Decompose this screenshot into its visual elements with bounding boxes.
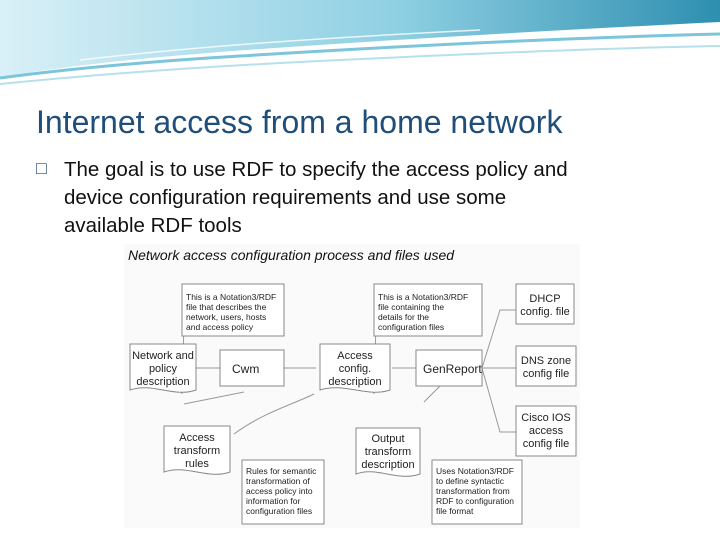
svg-text:Cwm: Cwm <box>232 362 259 376</box>
process-diagram: Network access configuration process and… <box>124 244 580 528</box>
svg-text:GenReport: GenReport <box>423 362 482 376</box>
header-wave-decoration <box>0 0 720 85</box>
bullet-line-1: The goal is to use RDF to specify the ac… <box>64 158 568 181</box>
genreport-process: GenReport <box>415 349 483 387</box>
diagram-title: Network access configuration process and… <box>128 247 455 263</box>
bullet-text: The goal is to use RDF to specify the ac… <box>64 156 696 240</box>
bullet-line-3: available RDF tools <box>64 214 242 237</box>
bullet-line-2: device configuration requirements and us… <box>64 186 507 209</box>
bullet-square-icon: □ <box>36 158 47 178</box>
cwm-process: Cwm <box>219 349 285 387</box>
slide-title: Internet access from a home network <box>36 104 563 140</box>
bullet-item: □ The goal is to use RDF to specify the … <box>36 156 696 240</box>
